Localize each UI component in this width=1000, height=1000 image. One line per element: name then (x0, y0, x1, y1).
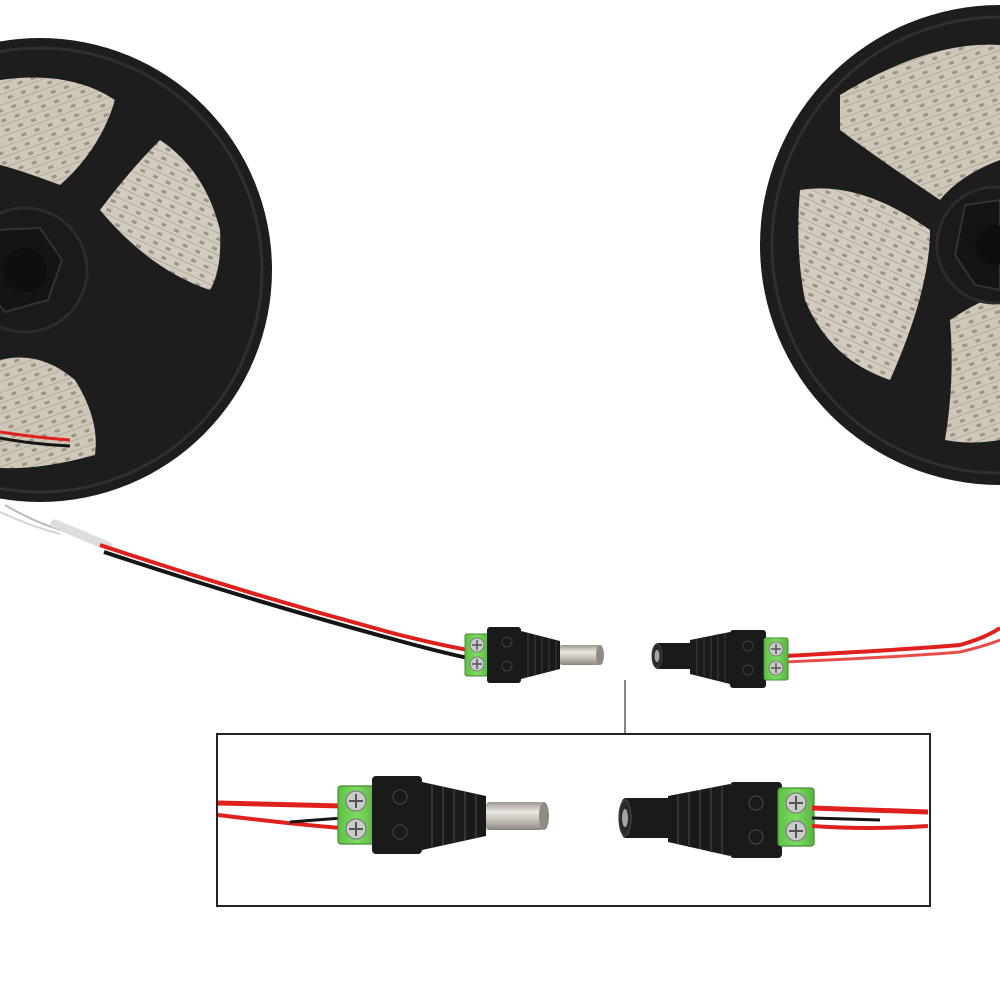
dc-male-connector (464, 627, 604, 683)
inset-female-connector (618, 782, 815, 858)
dc-female-connector (651, 630, 789, 688)
led-reel-left (0, 38, 272, 502)
wire-right (784, 626, 1000, 664)
inset-male-connector (337, 776, 549, 854)
led-reel-right (760, 5, 1000, 485)
zoom-inset (216, 733, 931, 907)
wire-left (0, 504, 469, 660)
